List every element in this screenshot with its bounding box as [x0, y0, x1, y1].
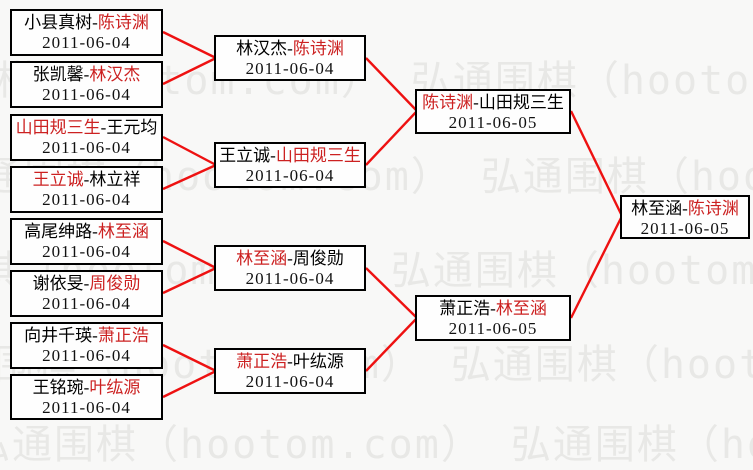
match-date: 2011-06-04 [42, 242, 131, 261]
match-players: 林至涵-陈诗渊 [622, 198, 748, 219]
separator: - [287, 39, 293, 58]
match-players: 王立诚-山田规三生 [216, 145, 364, 166]
player-name-winner: 萧正浩 [236, 352, 288, 371]
player-name-winner: 山田规三生 [275, 146, 361, 165]
match-players: 王立诚-林立祥 [12, 169, 161, 190]
player-name-winner: 萧正浩 [97, 326, 149, 345]
player-name-winner: 林至涵 [495, 299, 547, 318]
separator: - [83, 65, 90, 84]
match-players: 谢依旻-周俊勋 [12, 273, 161, 294]
match-box-r1-m4: 王立诚-林立祥 2011-06-04 [10, 166, 163, 213]
player-name: 王元均 [106, 118, 158, 137]
match-date: 2011-06-04 [245, 166, 335, 185]
match-box-final: 林至涵-陈诗渊 2011-06-05 [620, 195, 750, 239]
separator: - [473, 93, 479, 112]
match-players: 山田规三生-王元均 [12, 117, 161, 138]
match-date: 2011-06-04 [245, 269, 335, 288]
separator: - [92, 326, 98, 345]
player-name: 林立祥 [89, 170, 141, 189]
match-date: 2011-06-04 [42, 346, 131, 365]
match-players: 张凯馨-林汉杰 [12, 64, 161, 85]
player-name-winner: 王立诚 [32, 170, 84, 189]
separator: - [83, 170, 90, 189]
player-name: 高尾绅路 [24, 222, 93, 241]
match-box-r3-m2: 萧正浩-林至涵 2011-06-05 [415, 295, 571, 341]
player-name: 小县真树 [24, 13, 93, 32]
separator: - [287, 249, 293, 268]
separator: - [682, 199, 688, 218]
match-box-r1-m5: 高尾绅路-林至涵 2011-06-04 [10, 218, 163, 265]
player-name-winner: 林至涵 [236, 249, 288, 268]
separator: - [287, 352, 293, 371]
player-name: 林至涵 [631, 199, 683, 218]
player-name-winner: 周俊勋 [89, 274, 141, 293]
match-box-r3-m1: 陈诗渊-山田规三生 2011-06-05 [415, 89, 571, 134]
separator: - [83, 378, 90, 397]
match-box-r1-m6: 谢依旻-周俊勋 2011-06-04 [10, 270, 163, 317]
match-box-r2-m4: 萧正浩-叶纮源 2011-06-04 [214, 348, 366, 394]
player-name-winner: 林汉杰 [89, 65, 141, 84]
match-date: 2011-06-04 [42, 294, 131, 313]
match-date: 2011-06-04 [245, 59, 335, 78]
player-name-winner: 陈诗渊 [687, 199, 739, 218]
match-date: 2011-06-04 [42, 398, 131, 417]
player-name: 王铭琬 [32, 378, 84, 397]
match-players: 萧正浩-叶纮源 [216, 351, 364, 372]
player-name-winner: 叶纮源 [89, 378, 141, 397]
player-name: 林汉杰 [236, 39, 288, 58]
match-box-r2-m2: 王立诚-山田规三生 2011-06-04 [214, 142, 366, 188]
bracket-connector-lines [162, 30, 624, 399]
match-players: 陈诗渊-山田规三生 [417, 92, 569, 113]
match-date: 2011-06-04 [42, 138, 131, 157]
player-name: 王立诚 [219, 146, 271, 165]
match-players: 小县真树-陈诗渊 [12, 12, 161, 33]
match-date: 2011-06-05 [640, 219, 730, 238]
match-box-r1-m3: 山田规三生-王元均 2011-06-04 [10, 114, 163, 161]
match-date: 2011-06-04 [42, 33, 131, 52]
match-box-r1-m2: 张凯馨-林汉杰 2011-06-04 [10, 61, 163, 108]
player-name: 叶纮源 [292, 352, 344, 371]
player-name: 山田规三生 [478, 93, 564, 112]
player-name: 谢依旻 [32, 274, 84, 293]
separator: - [100, 118, 107, 137]
match-box-r2-m1: 林汉杰-陈诗渊 2011-06-04 [214, 35, 366, 81]
player-name-winner: 山田规三生 [15, 118, 101, 137]
player-name-winner: 林至涵 [97, 222, 149, 241]
separator: - [83, 274, 90, 293]
player-name: 周俊勋 [292, 249, 344, 268]
player-name: 张凯馨 [32, 65, 84, 84]
separator: - [270, 146, 276, 165]
match-box-r1-m8: 王铭琬-叶纮源 2011-06-04 [10, 374, 163, 420]
match-date: 2011-06-05 [448, 319, 538, 338]
separator: - [490, 299, 496, 318]
match-players: 林汉杰-陈诗渊 [216, 38, 364, 59]
player-name-winner: 陈诗渊 [292, 39, 344, 58]
match-players: 王铭琬-叶纮源 [12, 377, 161, 398]
match-box-r1-m7: 向井千瑛-萧正浩 2011-06-04 [10, 322, 163, 369]
player-name: 向井千瑛 [24, 326, 93, 345]
match-players: 向井千瑛-萧正浩 [12, 325, 161, 346]
match-box-r1-m1: 小县真树-陈诗渊 2011-06-04 [10, 9, 163, 56]
match-date: 2011-06-05 [448, 113, 538, 132]
separator: - [92, 222, 98, 241]
separator: - [92, 13, 98, 32]
match-players: 萧正浩-林至涵 [417, 298, 569, 319]
player-name: 萧正浩 [439, 299, 491, 318]
match-players: 高尾绅路-林至涵 [12, 221, 161, 242]
player-name-winner: 陈诗渊 [97, 13, 149, 32]
player-name-winner: 陈诗渊 [422, 93, 474, 112]
match-box-r2-m3: 林至涵-周俊勋 2011-06-04 [214, 245, 366, 291]
match-date: 2011-06-04 [245, 372, 335, 391]
match-players: 林至涵-周俊勋 [216, 248, 364, 269]
match-date: 2011-06-04 [42, 85, 131, 104]
match-date: 2011-06-04 [42, 190, 131, 209]
